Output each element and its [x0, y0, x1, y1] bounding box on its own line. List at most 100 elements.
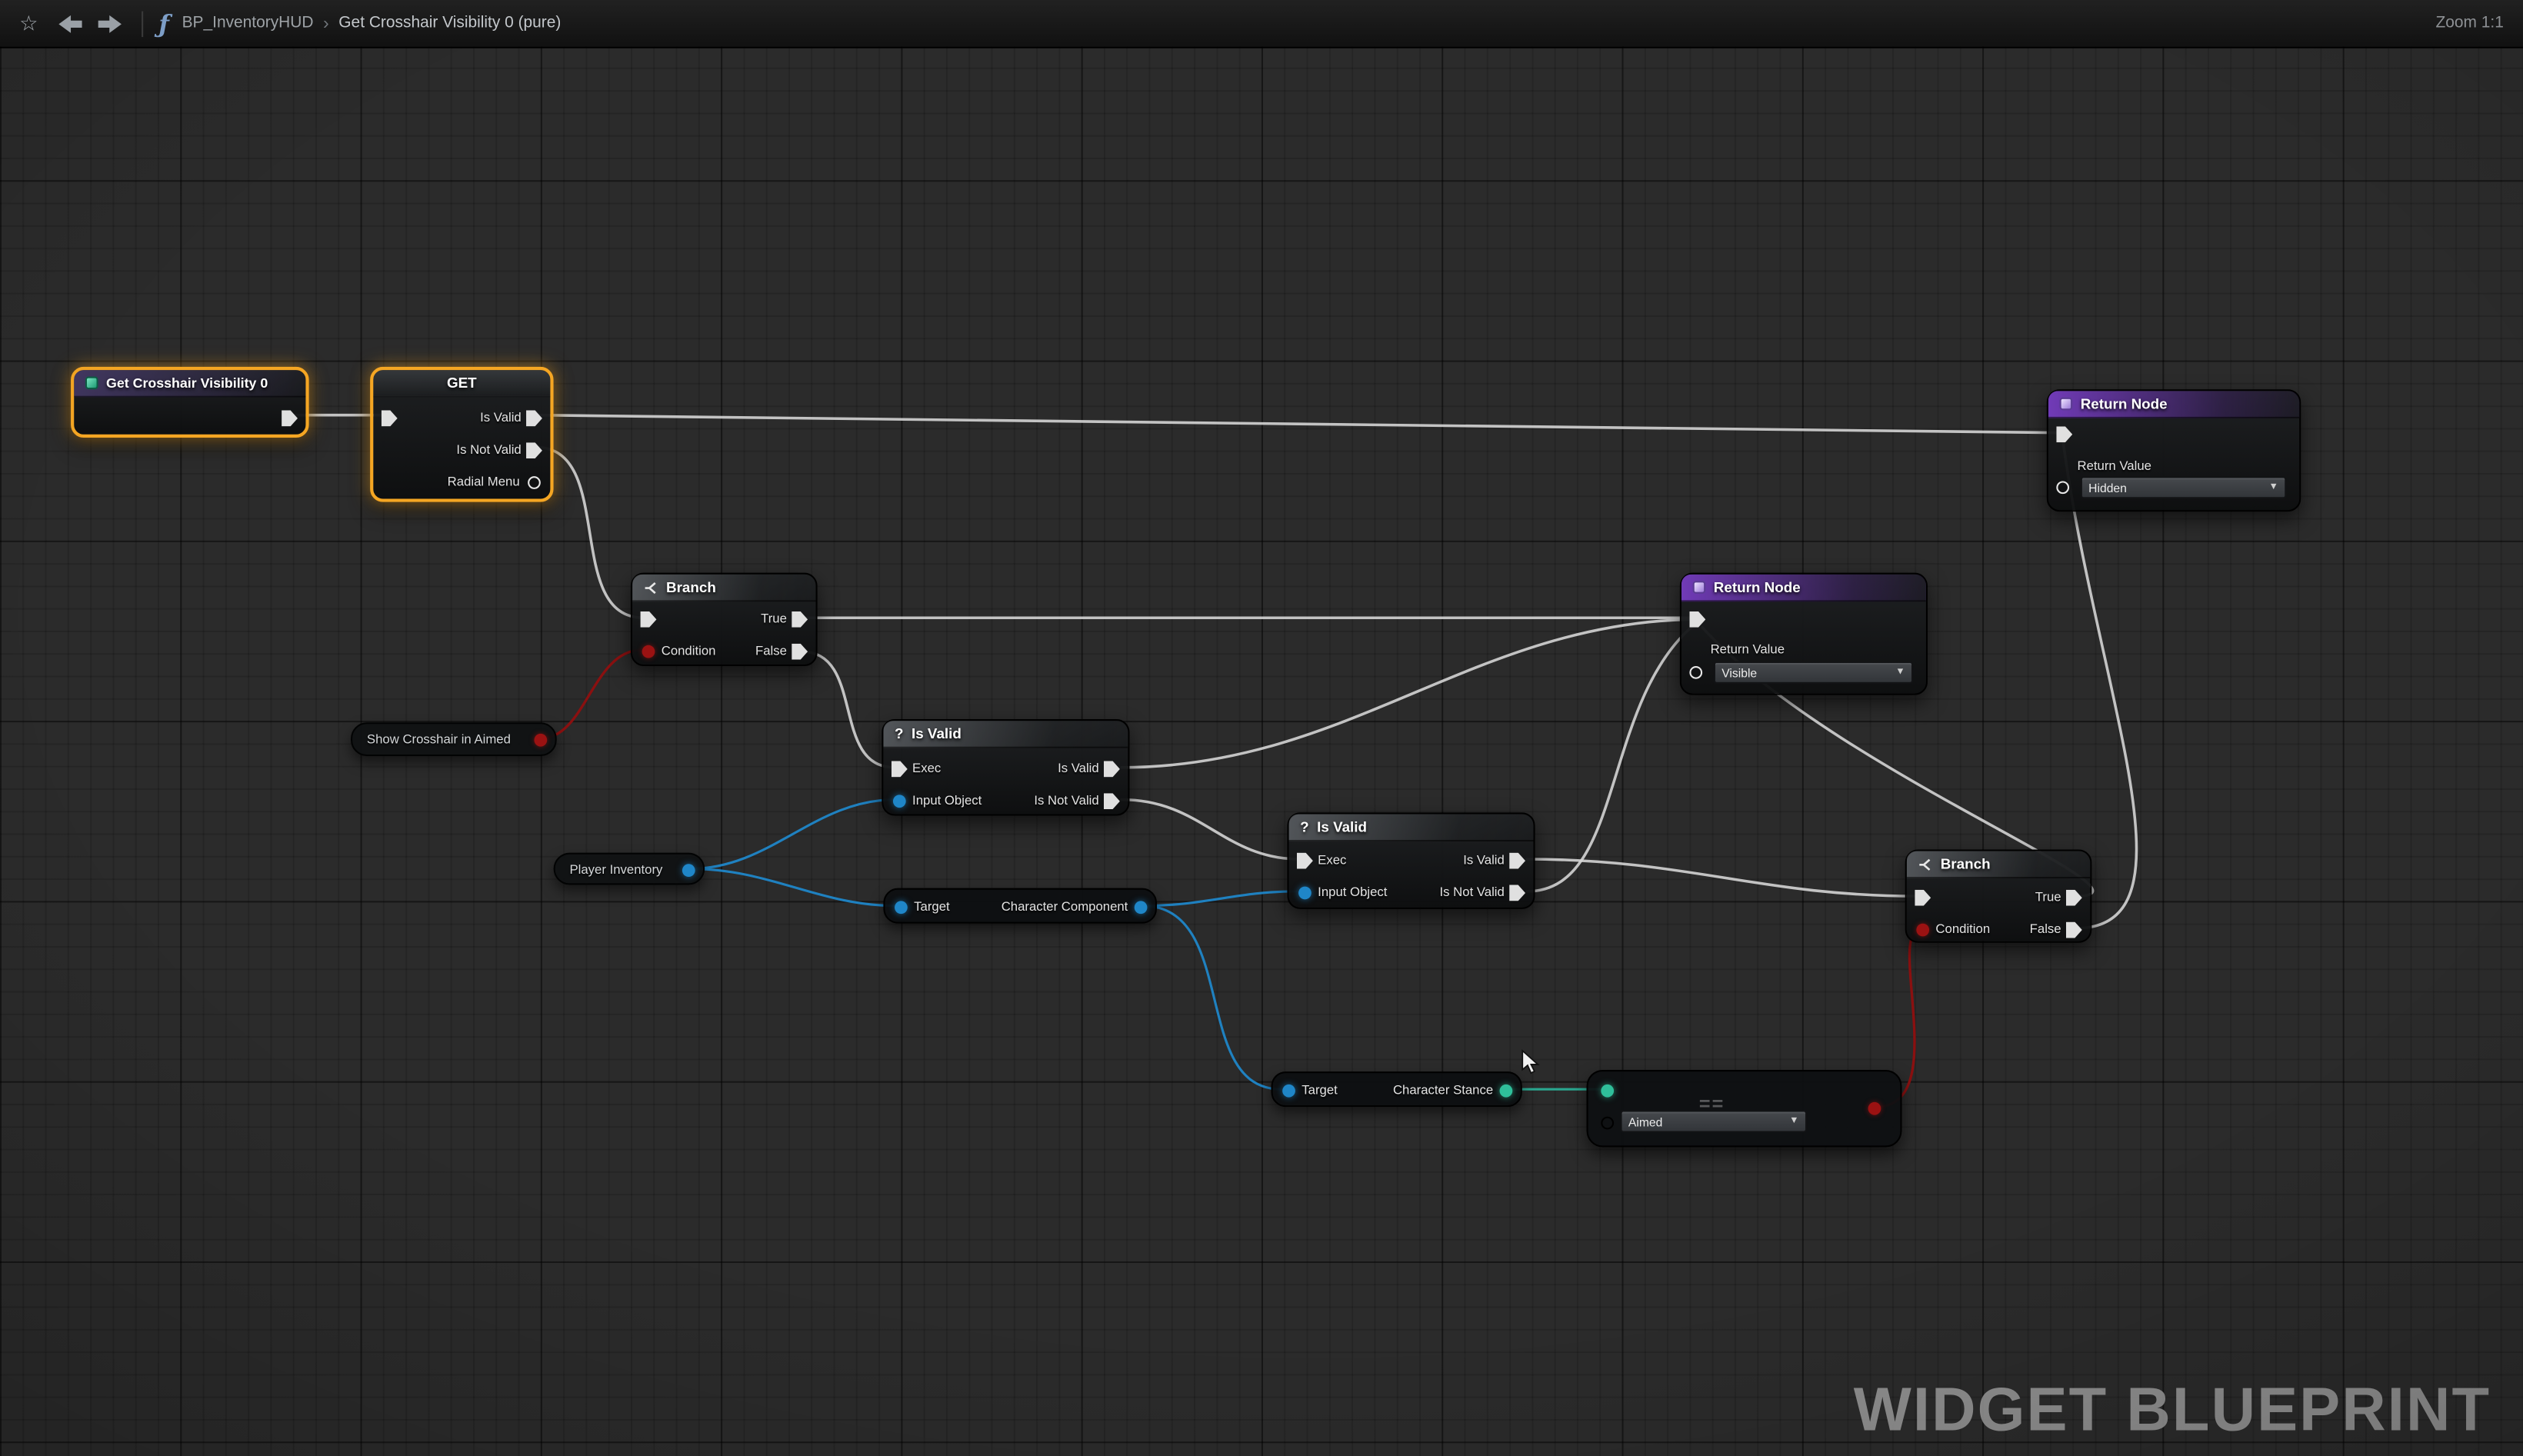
wire-exec-isvalid2-notvalid-to-return-visible[interactable] — [1525, 626, 1693, 893]
question-icon: ? — [895, 725, 904, 742]
return-value-pin[interactable] — [2056, 481, 2070, 495]
exec-in-pin[interactable] — [1689, 611, 1706, 628]
node-title: GET — [446, 375, 477, 391]
enum-input-a-pin[interactable] — [1601, 1084, 1615, 1098]
node-header: ? Is Valid — [883, 721, 1128, 748]
enum-out-pin[interactable] — [1499, 1084, 1513, 1098]
variable-pill-player-inventory[interactable]: Player Inventory — [553, 852, 705, 885]
false-exec-pin[interactable] — [792, 643, 808, 660]
exec-in-pin[interactable] — [640, 611, 657, 628]
node-get-character-stance[interactable]: Target Character Stance — [1271, 1071, 1522, 1108]
function-icon: ƒ — [158, 8, 169, 38]
pin-label-input-object: Input Object — [912, 793, 982, 808]
wire-exec-get-isvalid-to-return-hidden[interactable] — [534, 413, 2063, 435]
pin-label-target: Target — [914, 899, 950, 915]
variable-label: Show Crosshair in Aimed — [366, 731, 511, 747]
exec-out-pin-is-valid[interactable] — [526, 410, 542, 427]
exec-out-pin-is-not-valid[interactable] — [526, 442, 542, 459]
condition-pin[interactable] — [1916, 923, 1930, 937]
target-pin[interactable] — [895, 901, 908, 915]
node-branch-1[interactable]: Branch Condition True False — [630, 572, 818, 667]
node-function-entry[interactable]: Get Crosshair Visibility 0 — [71, 366, 309, 438]
enum-input-b-pin[interactable] — [1601, 1116, 1615, 1130]
exec-in-pin[interactable] — [381, 410, 398, 427]
true-exec-pin[interactable] — [792, 611, 808, 628]
breadcrumb-separator-icon: › — [323, 13, 329, 33]
favorite-icon[interactable]: ☆ — [19, 10, 38, 35]
exec-in-pin[interactable] — [891, 761, 908, 778]
is-valid-exec-pin[interactable] — [1103, 761, 1120, 778]
exec-out-pin[interactable] — [282, 410, 298, 427]
pin-label-return-value: Return Value — [1710, 641, 1785, 657]
branch-icon — [645, 581, 656, 594]
question-icon: ? — [1300, 818, 1309, 835]
node-branch-2[interactable]: Branch Condition True False — [1905, 849, 2092, 943]
is-valid-exec-pin[interactable] — [1509, 852, 1526, 869]
wire-bool-showcrosshair-to-branch1-condition[interactable] — [539, 648, 642, 740]
arrow-right-icon — [97, 14, 122, 32]
target-pin[interactable] — [1282, 1084, 1295, 1098]
return-value-dropdown[interactable]: Hidden ▼ — [2080, 476, 2287, 499]
node-validated-get-radial-menu[interactable]: GET Is Valid Is Not Valid Radial Menu — [370, 366, 554, 502]
exec-in-pin[interactable] — [1915, 889, 1931, 906]
is-not-valid-exec-pin[interactable] — [1509, 885, 1526, 901]
node-return-hidden[interactable]: Return Node Return Value Hidden ▼ — [2046, 389, 2301, 512]
pin-label-true: True — [2035, 889, 2061, 905]
arrow-left-icon — [58, 14, 82, 32]
radial-menu-pin[interactable] — [528, 476, 541, 489]
wire-obj-charcomponent-to-isvalid2[interactable] — [1141, 890, 1298, 908]
node-return-visible[interactable]: Return Node Return Value Visible ▼ — [1679, 572, 1928, 695]
pin-label-value: Character Component — [1001, 899, 1128, 915]
node-header: Branch — [632, 574, 816, 602]
node-title: Return Node — [1713, 579, 1801, 595]
wire-exec-isvalid2-valid-to-branch2[interactable] — [1525, 858, 1920, 898]
node-equal-enum[interactable]: == Aimed ▼ — [1586, 1070, 1902, 1148]
exec-in-pin[interactable] — [2056, 426, 2073, 443]
pin-label-false: False — [755, 643, 787, 658]
node-is-valid-1[interactable]: ? Is Valid Exec Input Object Is Valid Is… — [882, 719, 1130, 816]
enum-value-dropdown[interactable]: Aimed ▼ — [1620, 1110, 1808, 1133]
wire-exec-branch1-false-to-isvalid1[interactable] — [799, 650, 896, 769]
node-header: Branch — [1906, 851, 2091, 879]
condition-pin[interactable] — [642, 645, 655, 658]
exec-in-pin[interactable] — [1296, 852, 1313, 869]
toolbar-divider — [141, 10, 143, 37]
pin-label-return-value: Return Value — [2077, 458, 2151, 473]
chevron-down-icon: ▼ — [1789, 1116, 1799, 1127]
node-get-character-component[interactable]: Target Character Component — [883, 888, 1158, 924]
return-value-pin[interactable] — [1689, 666, 1703, 679]
input-object-pin[interactable] — [1298, 886, 1311, 900]
object-out-pin[interactable] — [682, 864, 695, 878]
variable-pill-show-crosshair-in-aimed[interactable]: Show Crosshair in Aimed — [351, 722, 557, 757]
nav-back-button[interactable] — [58, 14, 82, 33]
chevron-down-icon: ▼ — [2268, 482, 2278, 493]
node-title: Is Valid — [1317, 818, 1368, 835]
object-out-pin[interactable] — [1134, 901, 1148, 915]
bool-out-pin[interactable] — [534, 733, 548, 747]
wire-obj-charcomponent-to-charstance[interactable] — [1141, 905, 1282, 1091]
pin-label-is-valid: Is Valid — [1463, 852, 1505, 868]
node-header: GET — [373, 370, 551, 398]
pin-label-exec: Exec — [912, 761, 942, 776]
bool-result-pin[interactable] — [1868, 1101, 1881, 1115]
is-not-valid-exec-pin[interactable] — [1103, 793, 1120, 810]
pin-label-is-valid: Is Valid — [480, 410, 522, 425]
false-exec-pin[interactable] — [2065, 921, 2082, 938]
node-is-valid-2[interactable]: ? Is Valid Exec Input Object Is Valid Is… — [1287, 812, 1535, 909]
return-value-dropdown[interactable]: Visible ▼ — [1713, 661, 1914, 685]
input-object-pin[interactable] — [892, 795, 906, 808]
nav-forward-button[interactable] — [97, 14, 122, 33]
return-node-icon — [2059, 397, 2073, 411]
pin-label-target: Target — [1301, 1082, 1338, 1098]
node-header: ? Is Valid — [1288, 814, 1534, 842]
wire-obj-playerinventory-to-isvalid1[interactable] — [688, 798, 896, 871]
true-exec-pin[interactable] — [2065, 889, 2082, 906]
pin-label-input-object: Input Object — [1318, 885, 1388, 900]
wire-obj-playerinventory-to-charcomponent[interactable] — [688, 868, 898, 908]
variable-label: Player Inventory — [569, 861, 663, 876]
wire-exec-isvalid1-notvalid-to-isvalid2[interactable] — [1120, 798, 1301, 861]
breadcrumb-root[interactable]: BP_InventoryHUD — [182, 14, 314, 32]
function-entry-icon — [85, 376, 98, 390]
wire-exec-isvalid1-valid-to-return-visible[interactable] — [1120, 618, 1691, 769]
